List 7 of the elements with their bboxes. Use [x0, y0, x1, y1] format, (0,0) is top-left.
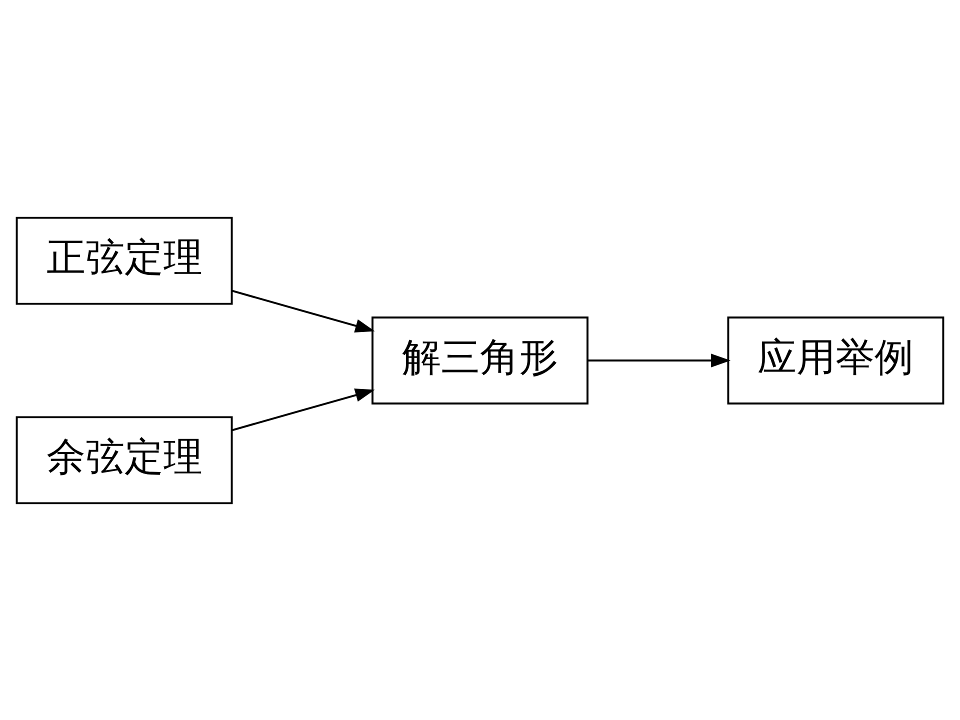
node-box: 应用举例	[727, 316, 944, 404]
arrow	[232, 388, 375, 431]
arrow	[588, 353, 731, 367]
node-box: 正弦定理	[16, 216, 233, 304]
arrow	[232, 289, 375, 332]
node-box: 余弦定理	[16, 416, 233, 504]
node-box: 解三角形	[372, 316, 588, 404]
